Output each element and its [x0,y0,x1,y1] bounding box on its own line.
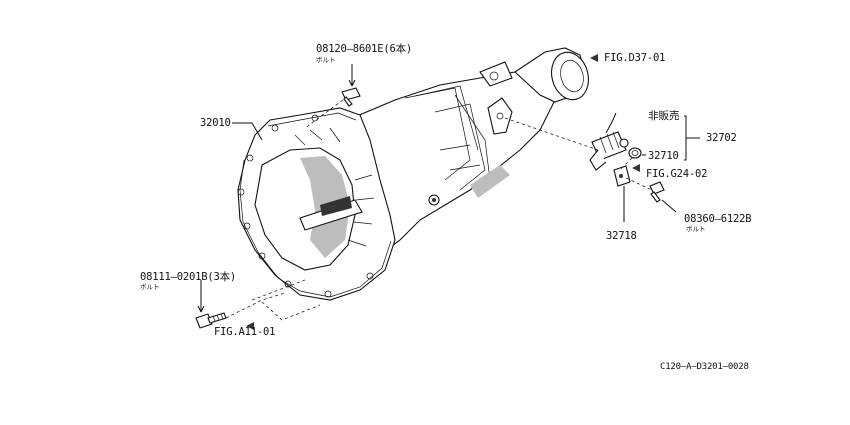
bolt-top-note: ボルト [316,56,336,64]
drawing-id: C120–A–D3201–0028 [660,362,749,372]
oring-part-number: 32710 [648,150,679,162]
bolt-right-part-number: 08360–6122B [684,213,751,225]
housing-part-number: 32010 [200,117,231,129]
ref-bottom-label: FIG.A11-01 [214,326,275,338]
ref-arrow-bottom [246,322,254,330]
dashed-leaders [225,99,653,321]
not-sold-label: 非販売 [648,109,680,122]
ref-mid-label: FIG.G24-02 [646,168,707,180]
assembly-part-number: 32702 [706,132,737,144]
bolt-top [341,87,361,107]
speedometer-pinion-assembly [589,131,629,171]
bolt-top-part-number: 08120–8601E(6本) [316,42,412,55]
bracket-part [613,165,631,187]
bolt-left-part-number: 08111–0201B(3本) [140,270,236,283]
bolt-right [649,181,665,203]
bolt-left-note: ボルト [140,283,160,291]
bolt-left [195,312,227,329]
bolt-right-note: ボルト [686,225,706,233]
ref-arrow-top [590,54,598,62]
leader-lines [197,64,700,313]
bracket-part-number: 32718 [606,230,637,242]
ref-arrow-mid [632,164,640,172]
bell-housing [237,107,396,301]
o-ring [628,147,642,159]
ref-top-label: FIG.D37-01 [604,52,665,64]
